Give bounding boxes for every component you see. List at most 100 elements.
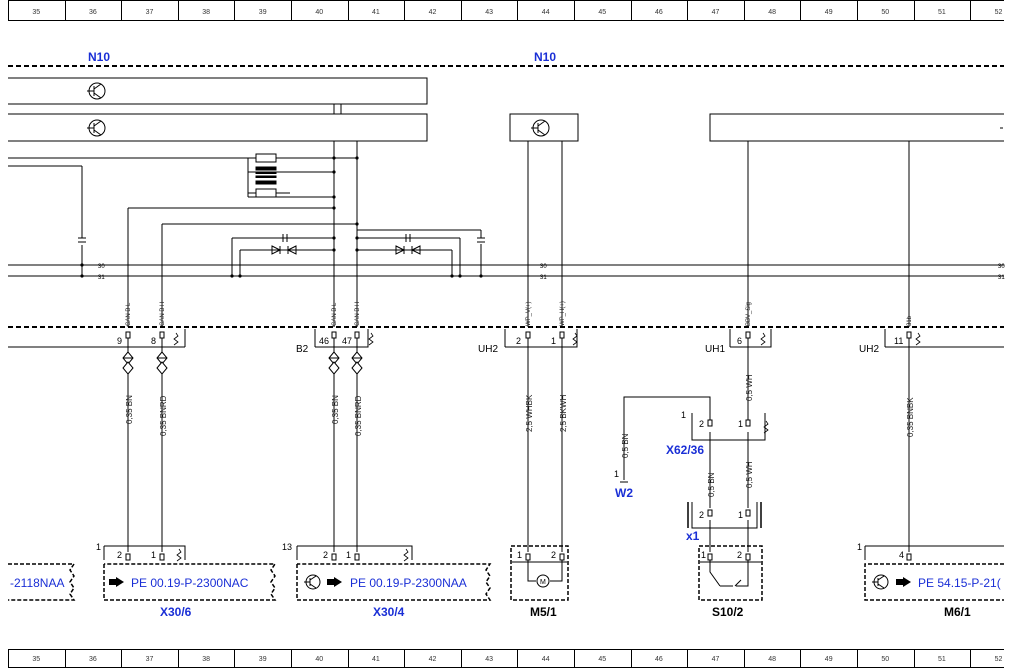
x1-pin-1: 1 <box>738 510 743 520</box>
motor-letter: M <box>540 579 546 586</box>
zigzag-marks <box>173 332 921 346</box>
m6-1-ref-pin: 1 <box>857 542 862 552</box>
ruler-number: 52 <box>995 656 1003 663</box>
bus-label-30-right: 30 <box>540 264 547 270</box>
component-name-m6-1[interactable]: M6/1 <box>944 605 971 619</box>
module-label-n10-right[interactable]: N10 <box>534 50 556 64</box>
m6-1-pin-4: 4 <box>899 550 904 560</box>
signal-can-b-h-1: CAN B H <box>160 302 166 326</box>
ruler-number: 35 <box>32 9 40 16</box>
ruler-number: 52 <box>995 9 1003 16</box>
connector-x1[interactable]: x1 <box>686 529 700 543</box>
ruler-number: 47 <box>712 656 720 663</box>
wire-label: 0,35 BNRD <box>354 395 363 436</box>
component-name-m5-1[interactable]: M5/1 <box>530 605 557 619</box>
x30-6-ref-pin: 1 <box>96 542 101 552</box>
connector-x62-36-body <box>691 413 769 441</box>
twisted-pair-symbol <box>122 351 363 375</box>
component-name-x30-4[interactable]: X30/4 <box>373 605 405 619</box>
transistor-icon <box>87 82 106 100</box>
bus-label-31: 31 <box>98 275 105 281</box>
transistor-block-1 <box>8 77 428 105</box>
transistor-block-2 <box>8 113 428 142</box>
x62-ref-pin: 1 <box>681 410 686 420</box>
ruler-number: 35 <box>32 656 40 663</box>
x30-4-ref-pin: 13 <box>282 542 292 552</box>
connector-uh1[interactable]: UH1 <box>705 344 725 355</box>
wire-label: 0,35 BN <box>331 395 340 424</box>
wire-label: 2,5 WHBK <box>525 394 534 432</box>
wire-label: 0,5 BN <box>707 472 716 497</box>
ruler-number: 42 <box>429 9 437 16</box>
wire-label: 0,5 BN <box>621 433 630 458</box>
pin-8: 8 <box>151 336 156 346</box>
ruler-number: 45 <box>598 9 606 16</box>
x30-4-pin-1: 1 <box>346 550 351 560</box>
ruler-number: 51 <box>938 656 946 663</box>
ruler-number: 48 <box>768 656 776 663</box>
ruler-number: 50 <box>881 656 889 663</box>
m5-1-pin-2: 2 <box>551 550 556 560</box>
motor-icon <box>536 574 550 588</box>
wire-label: 0,35 BNRD <box>159 395 168 436</box>
ruler-number: 46 <box>655 656 663 663</box>
signal-can-b-l-1: CAN B L <box>126 302 132 326</box>
transistor-block-4 <box>709 113 1004 142</box>
ruler-number: 43 <box>485 9 493 16</box>
transistor-icon <box>87 119 106 137</box>
component-ref-left[interactable]: -2118NAA <box>10 576 64 590</box>
diode-pair-symbol <box>271 234 297 255</box>
component-name-s10-2[interactable]: S10/2 <box>712 605 744 619</box>
connector-uh2-a[interactable]: UH2 <box>478 344 498 355</box>
document-link-icon <box>109 577 124 587</box>
ruler-number: 45 <box>598 656 606 663</box>
w2-ref-pin: 1 <box>614 469 619 479</box>
transistor-block-3 <box>509 113 579 142</box>
connector-x62-36[interactable]: X62/36 <box>666 443 704 457</box>
s10-2-pin-2: 2 <box>737 550 742 560</box>
ruler-number: 46 <box>655 9 663 16</box>
ruler-number: 44 <box>542 656 550 663</box>
pin-46: 46 <box>319 336 329 346</box>
s10-2-pin-1: 1 <box>701 550 706 560</box>
junction-dots <box>80 156 483 278</box>
document-link-icon <box>896 577 911 587</box>
connector-x1-body <box>687 502 762 529</box>
ruler-number: 36 <box>89 656 97 663</box>
document-link-icon <box>327 577 342 587</box>
module-label-n10-left[interactable]: N10 <box>88 50 110 64</box>
x30-6-pin-2: 2 <box>117 550 122 560</box>
ruler-number: 37 <box>146 9 154 16</box>
connector-uh2-b[interactable]: UH2 <box>859 344 879 355</box>
ruler-number: 47 <box>712 9 720 16</box>
signal-31b: 31b <box>907 315 913 326</box>
x62-pin-2: 2 <box>699 419 704 429</box>
component-ref-x30-6[interactable]: PE 00.19-P-2300NAC <box>131 576 249 590</box>
wire-label: 2,5 BKWH <box>559 394 568 432</box>
component-name-x30-6[interactable]: X30/6 <box>160 605 192 619</box>
ruler-number: 38 <box>202 656 210 663</box>
component-ref-x30-4[interactable]: PE 00.19-P-2300NAA <box>350 576 467 590</box>
component-ref-m6-1[interactable]: PE 54.15-P-21( <box>918 576 1001 590</box>
diode-pair-symbol <box>395 234 421 255</box>
signal-can-b-l-2: CAN B L <box>332 302 338 326</box>
pin-6: 6 <box>737 336 742 346</box>
resistor-symbol <box>248 153 290 198</box>
signal-bbv-sig: BBV_Sig <box>746 302 752 326</box>
ground-point-w2[interactable]: W2 <box>615 486 633 500</box>
ruler-number: 36 <box>89 9 97 16</box>
bus-label-31-right: 31 <box>540 275 547 281</box>
x62-pin-1: 1 <box>738 419 743 429</box>
harness-wires <box>127 338 910 552</box>
bus-label-30: 30 <box>98 264 105 270</box>
component-partial-left <box>8 563 76 601</box>
connector-block-outlines <box>8 329 1004 348</box>
power-bus <box>8 264 1004 277</box>
ruler-number: 38 <box>202 9 210 16</box>
component-s10-2 <box>698 545 763 601</box>
ruler-number: 37 <box>146 656 154 663</box>
ruler-number: 41 <box>372 9 380 16</box>
connector-b2[interactable]: B2 <box>296 344 309 355</box>
